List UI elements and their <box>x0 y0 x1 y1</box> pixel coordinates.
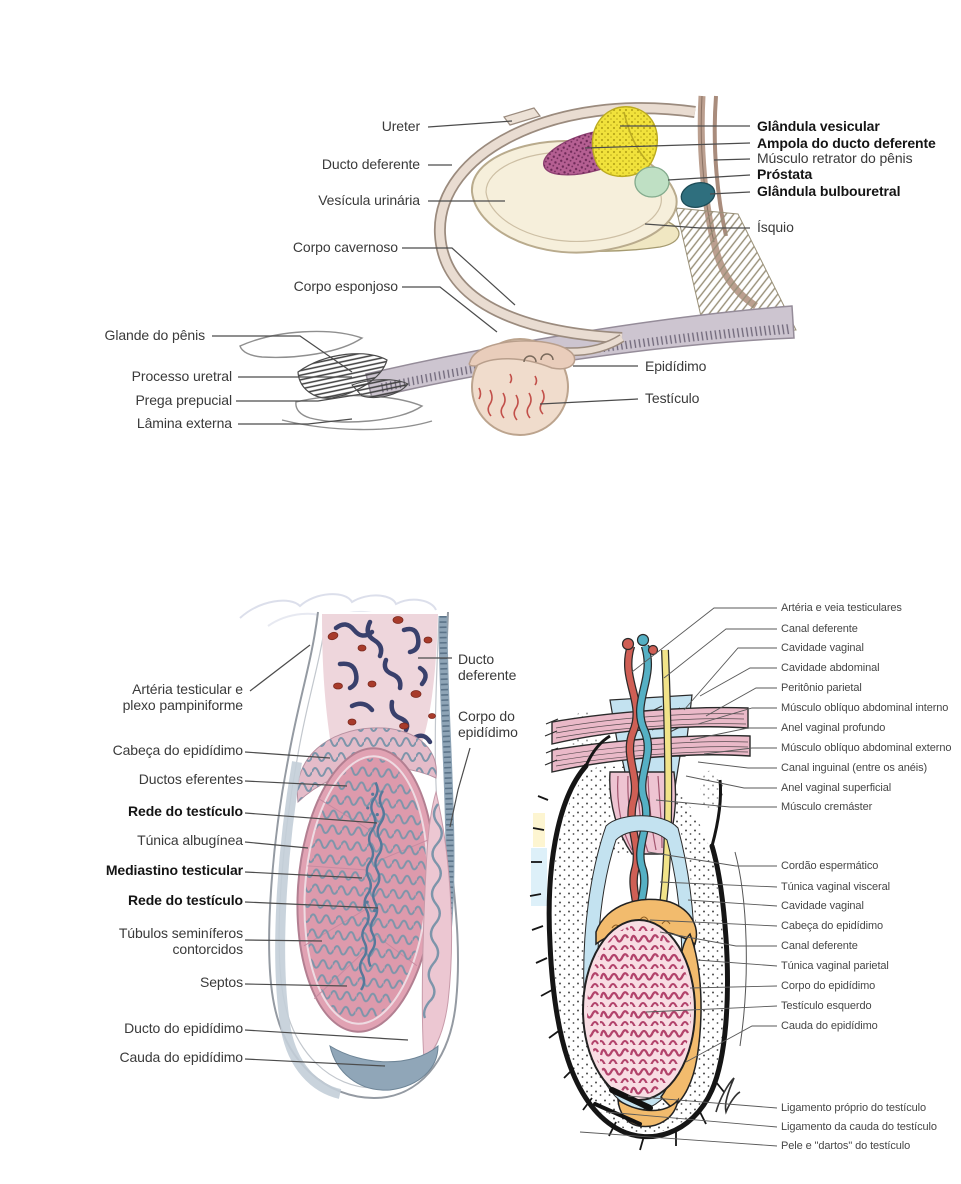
scrotum-illustration <box>529 633 751 1151</box>
corpus-spongiosum-band <box>378 324 790 393</box>
label-ducto-epididimo: Ducto do epidídimo <box>124 1020 243 1036</box>
label-testiculo: Testículo <box>645 390 700 406</box>
scan-artifact <box>531 848 547 906</box>
label-cabeca-epididimo-2: Cabeça do epidídimo <box>781 920 884 932</box>
label-obliquo-interno: Músculo oblíquo abdominal interno <box>781 702 949 714</box>
epididymal-duct <box>422 803 443 1019</box>
prepuce-fold-upper <box>239 330 364 359</box>
label-anel-vaginal-profundo: Anel vaginal profundo <box>781 722 886 734</box>
label-epididimo: Epidídimo <box>645 358 707 374</box>
tunica-albuginea <box>275 761 342 1099</box>
label-ligamento-cauda: Ligamento da cauda do testículo <box>781 1121 937 1133</box>
label-corpo-cavernoso: Corpo cavernoso <box>292 239 398 255</box>
label-lamina-externa: Lâmina externa <box>136 415 232 431</box>
label-peritonio-parietal: Peritônio parietal <box>781 682 862 694</box>
artist-signature <box>715 1077 741 1115</box>
glans <box>297 353 388 399</box>
mediastinum-testis <box>358 781 385 991</box>
label-glandula-vesicular: Glândula vesicular <box>757 118 880 134</box>
ischium-root-hatch <box>675 207 797 339</box>
label-processo-uretral: Processo uretral <box>131 368 232 384</box>
ureter-tube <box>503 107 541 126</box>
label-musculo-retrator: Músculo retrator do pênis <box>757 150 913 166</box>
label-prega-prepucial: Prega prepucial <box>135 392 232 408</box>
label-ducto-deferente-2: Ducto deferente <box>458 651 517 683</box>
label-tunica-vaginal-visceral: Túnica vaginal visceral <box>781 881 890 893</box>
prostate <box>634 166 670 198</box>
prepuce-fold-lower <box>295 394 424 423</box>
label-pele-dartos: Pele e "dartos" do testículo <box>781 1140 911 1152</box>
tract-illustration <box>239 95 797 436</box>
testicular-vein <box>637 645 651 921</box>
label-tunica-albuginea: Túnica albugínea <box>137 832 243 848</box>
testis-leader-lines <box>244 644 471 1067</box>
label-canal-deferente-1: Canal deferente <box>781 623 858 635</box>
epididymis-top <box>468 340 576 370</box>
label-cabeca-epididimo: Cabeça do epidídimo <box>112 742 244 758</box>
label-testiculo-esquerdo: Testículo esquerdo <box>781 1000 872 1012</box>
label-corpo-esponjoso: Corpo esponjoso <box>293 278 398 294</box>
label-cordao-espermatico: Cordão espermático <box>781 860 879 872</box>
label-arteria-testicular-plexo: Artéria testicular e plexo pampiniforme <box>122 681 243 713</box>
label-tunica-vaginal-parietal: Túnica vaginal parietal <box>781 960 889 972</box>
label-mediastino-testicular: Mediastino testicular <box>105 862 243 878</box>
label-cauda-epididimo: Cauda do epidídimo <box>119 1049 243 1065</box>
proper-ligament <box>609 1087 653 1111</box>
label-prostata: Próstata <box>757 166 813 182</box>
tail-ligament <box>593 1102 642 1126</box>
label-isquio: Ísquio <box>757 219 794 235</box>
label-arteria-veia-testiculares: Artéria e veia testiculares <box>781 602 902 614</box>
testicular-artery-sections <box>327 616 436 730</box>
label-cauda-epididimo-2: Cauda do epidídimo <box>781 1020 878 1032</box>
label-obliquo-externo: Músculo oblíquo abdominal externo <box>781 742 952 754</box>
rete-testis-dots <box>365 792 382 913</box>
label-vesicula-urinaria: Vesícula urinária <box>318 192 420 208</box>
label-cavidade-abdominal: Cavidade abdominal <box>781 662 880 674</box>
bulbourethral-gland <box>680 182 716 208</box>
epididymis-tail-section <box>329 1044 439 1091</box>
label-ampola-ducto-deferente: Ampola do ducto deferente <box>757 135 936 151</box>
testis-vessels <box>478 373 545 421</box>
label-cavidade-vaginal-2: Cavidade vaginal <box>781 900 864 912</box>
urethral-process <box>351 379 409 398</box>
tract-leader-lines <box>212 120 751 425</box>
label-corpo-epididimo-2: Corpo do epidídimo <box>781 980 876 992</box>
label-ligamento-proprio: Ligamento próprio do testículo <box>781 1102 926 1114</box>
label-cavidade-vaginal-1: Cavidade vaginal <box>781 642 864 654</box>
dartos-stipple <box>552 765 725 1134</box>
label-ducto-deferente: Ducto deferente <box>321 156 420 172</box>
label-glandula-bulbouretral: Glândula bulbouretral <box>757 183 901 199</box>
label-musculo-cremaster: Músculo cremáster <box>781 801 873 813</box>
faint-sketch <box>239 593 437 619</box>
label-canal-inguinal: Canal inguinal (entre os anéis) <box>781 762 928 774</box>
seminiferous-pattern <box>587 925 691 1095</box>
label-anel-vaginal-superficial: Anel vaginal superficial <box>781 782 892 794</box>
label-corpo-epididimo: Corpo do epidídimo <box>458 708 518 740</box>
label-rede-testiculo-2: Rede do testículo <box>128 892 243 908</box>
testicular-artery <box>625 645 640 921</box>
label-ureter: Ureter <box>381 118 420 134</box>
label-canal-deferente-2: Canal deferente <box>781 940 858 952</box>
label-ductos-eferentes: Ductos eferentes <box>138 771 243 787</box>
label-glande-do-penis: Glande do pênis <box>104 327 206 343</box>
scrotum-leader-lines <box>579 607 778 1147</box>
label-septos: Septos <box>200 974 243 990</box>
label-rede-testiculo-1: Rede do testículo <box>128 803 243 819</box>
label-tubulos-seminiferos: Túbulos seminíferos contorcidos <box>118 925 243 957</box>
